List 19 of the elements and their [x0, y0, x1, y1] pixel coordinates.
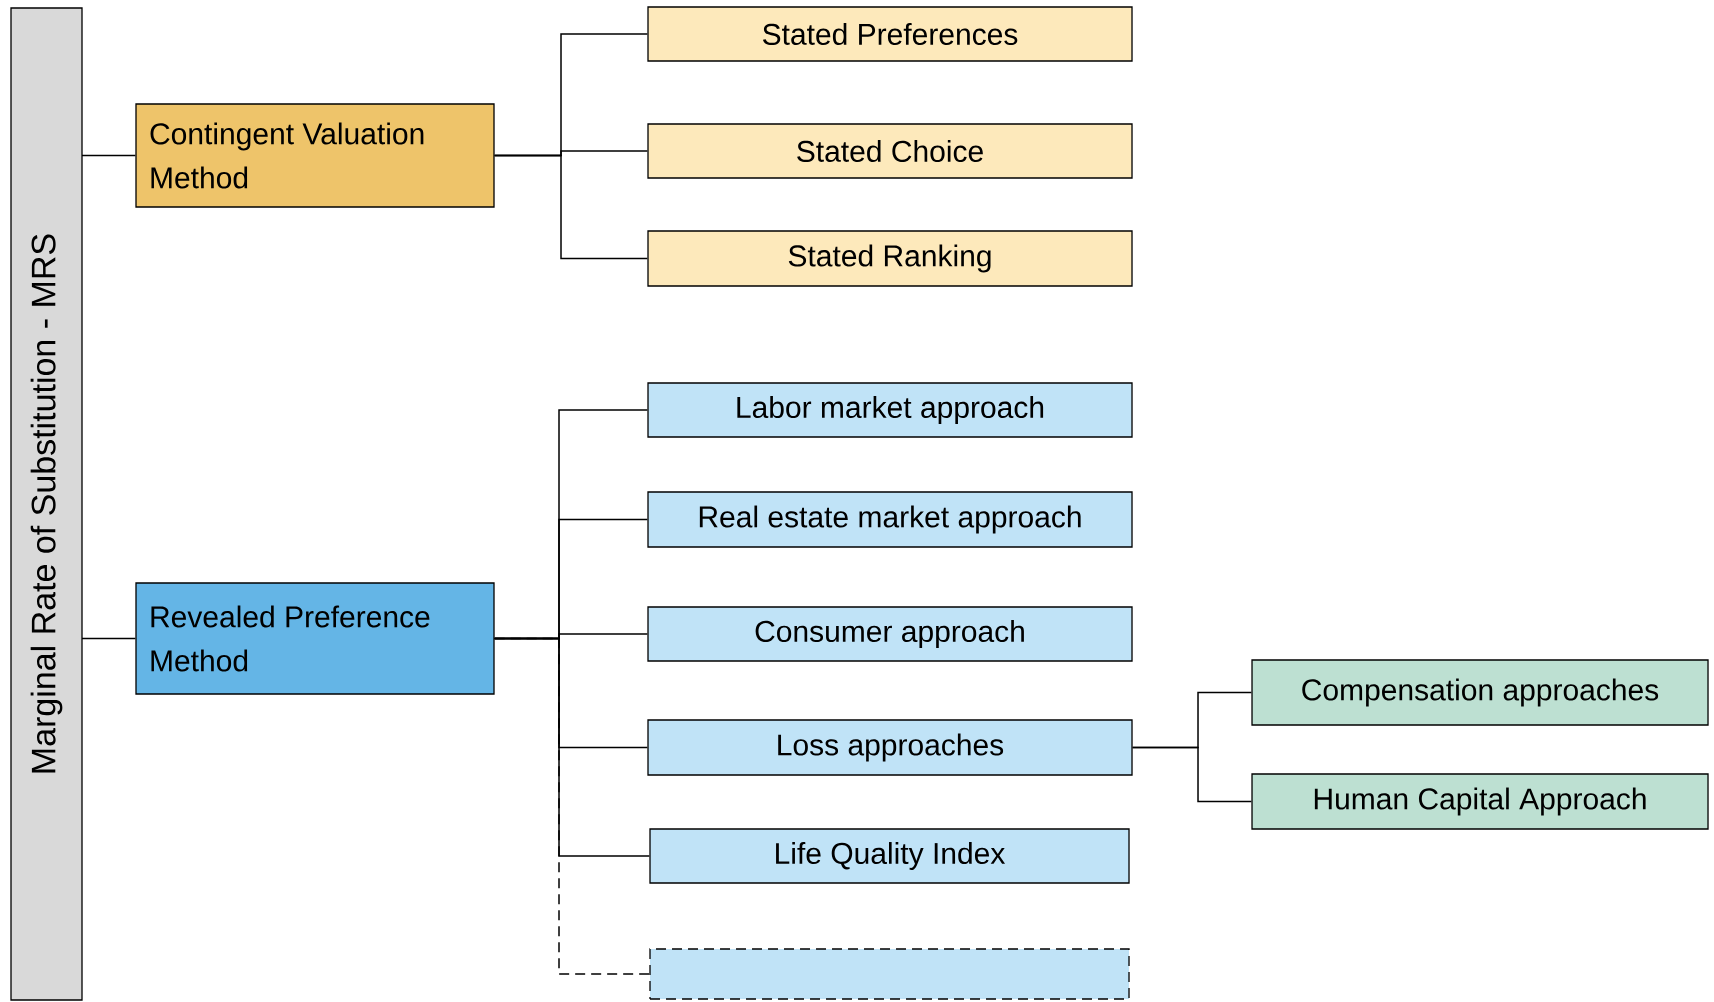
- method-box: Compensation approaches: [1251, 659, 1709, 726]
- method-box: Contingent Valuation Method: [135, 103, 495, 208]
- connector: [81, 154, 137, 157]
- method-box: Real estate market approach: [647, 491, 1133, 548]
- method-box: Revealed Preference Method: [135, 582, 495, 695]
- method-box: Loss approaches: [647, 719, 1133, 776]
- method-box: Stated Choice: [647, 123, 1133, 179]
- method-box: Consumer approach: [647, 606, 1133, 662]
- connector: [1131, 746, 1253, 803]
- connector: [493, 637, 651, 975]
- connector: [81, 637, 137, 640]
- empty-box: [649, 948, 1130, 1000]
- method-box: Life Quality Index: [649, 828, 1130, 884]
- method-box: Stated Ranking: [647, 230, 1133, 287]
- method-box: Stated Preferences: [647, 6, 1133, 62]
- method-box: Human Capital Approach: [1251, 773, 1709, 830]
- method-box: Labor market approach: [647, 382, 1133, 438]
- side-bar: Marginal Rate of Substitution - MRS: [10, 7, 83, 1001]
- connector: [493, 154, 649, 260]
